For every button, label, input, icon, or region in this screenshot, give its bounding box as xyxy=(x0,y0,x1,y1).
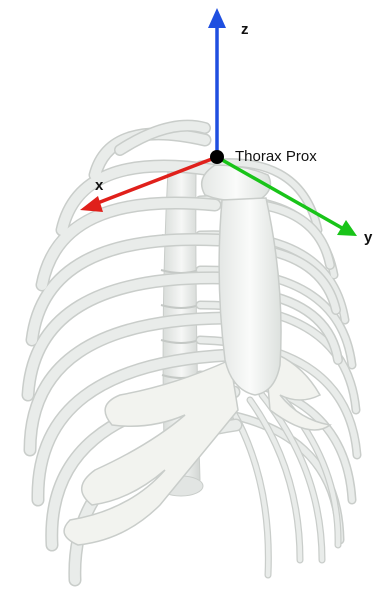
y-axis-label: y xyxy=(364,229,373,246)
origin-label: Thorax Prox xyxy=(235,148,317,165)
origin-point xyxy=(210,150,224,164)
z-axis-label: z xyxy=(241,21,249,38)
x-axis-label: x xyxy=(95,177,104,194)
ribcage-illustration xyxy=(28,126,357,580)
z-axis-arrow xyxy=(208,8,226,157)
